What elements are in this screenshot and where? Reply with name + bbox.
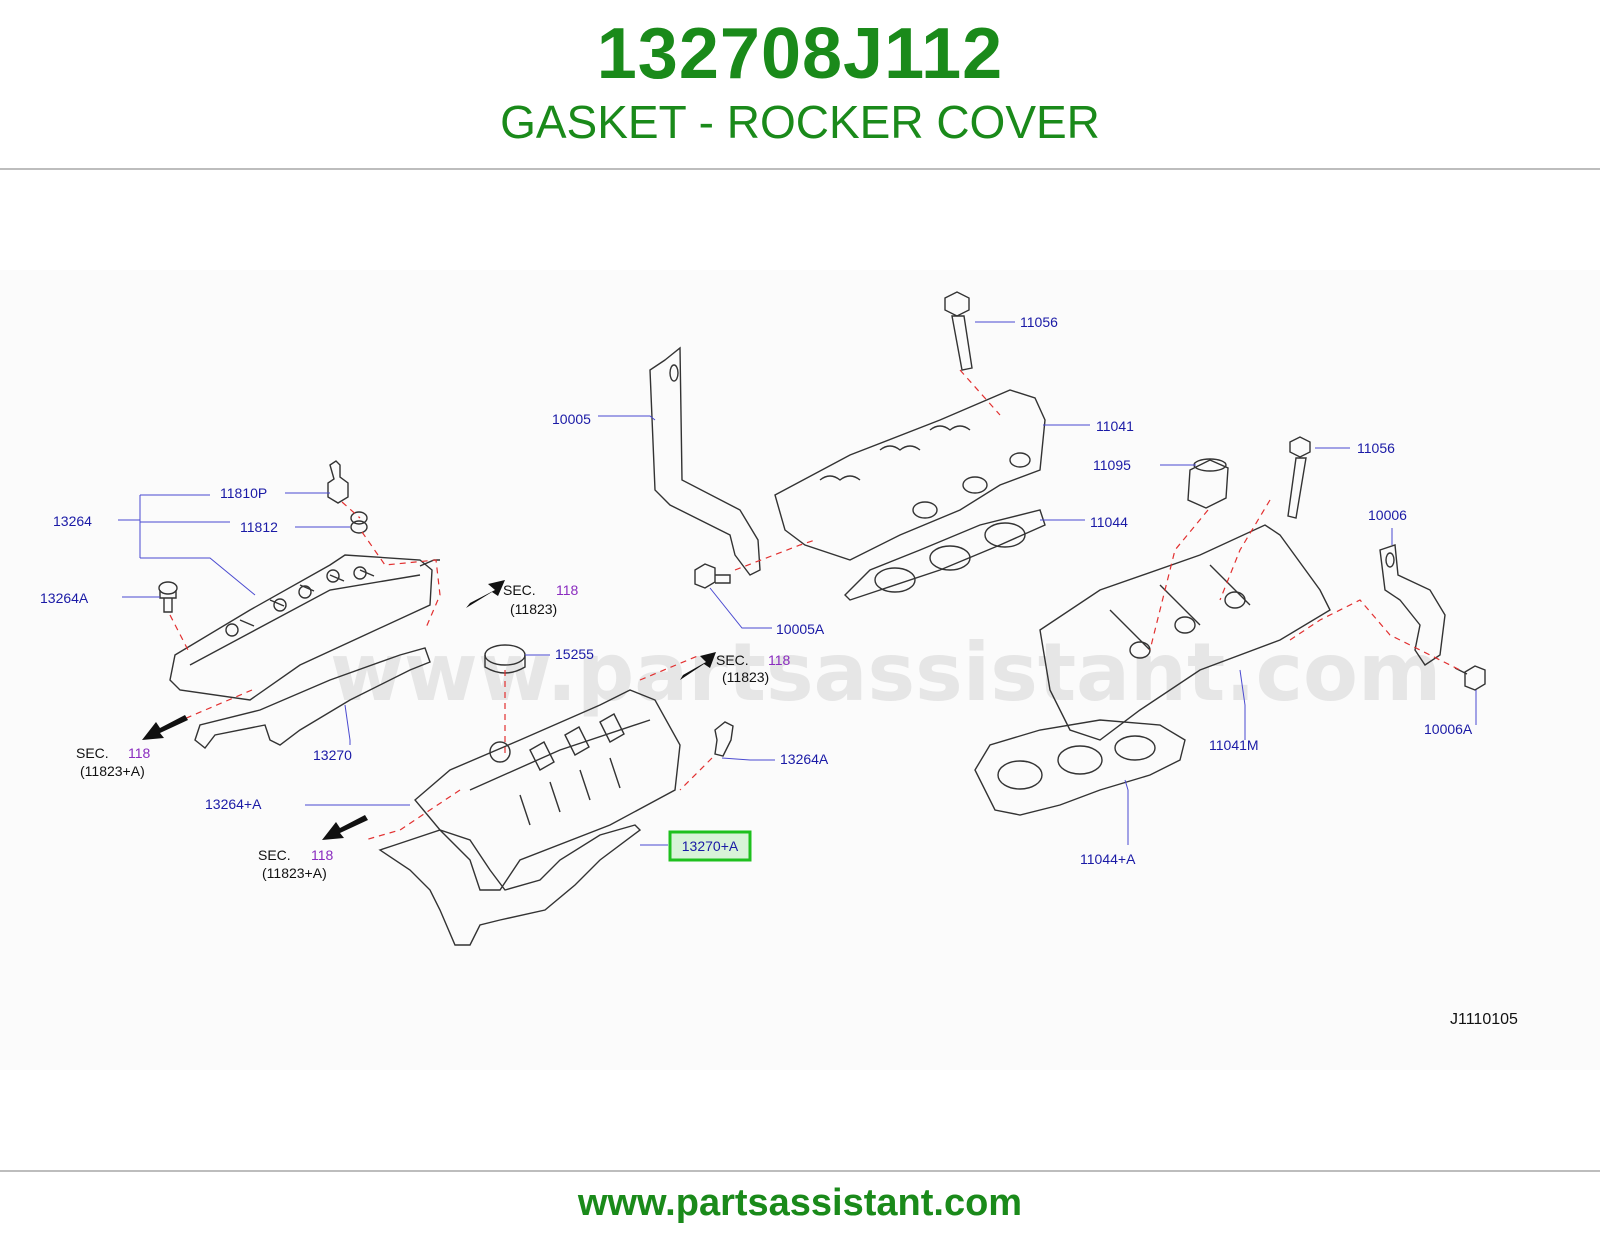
label-10006[interactable]: 10006: [1368, 507, 1407, 523]
label-11041[interactable]: 11041: [1096, 418, 1134, 434]
section-ref-sec: SEC.: [716, 652, 749, 668]
label-11810p[interactable]: 11810P: [220, 485, 267, 501]
part-number-title: 132708J112: [596, 14, 1004, 94]
section-ref-sec: SEC.: [76, 745, 109, 761]
oil-filler-cap-13264a-right: [714, 721, 734, 757]
section-ref-code: (11823): [510, 601, 557, 617]
bolt-10005a: [694, 563, 731, 589]
section-ref-code: (11823+A): [262, 865, 327, 881]
bracket-10005: [649, 346, 761, 576]
head-gasket-11044: [844, 509, 1046, 601]
section-ref-code: (11823): [722, 669, 769, 685]
leader-lines: [118, 321, 1477, 846]
label-10005a[interactable]: 10005A: [776, 621, 825, 637]
highlight-box: [668, 830, 752, 862]
assembly-lines: [169, 369, 1461, 841]
cylinder-head-11041: [774, 389, 1046, 561]
part-name-subtitle: GASKET - ROCKER COVER: [500, 96, 1100, 148]
oil-filler-cap-13264a-left: [158, 581, 178, 613]
label-11056-right[interactable]: 11056: [1357, 440, 1395, 456]
bracket-10006: [1379, 544, 1446, 666]
parts-diagram: www.partsassistant.com: [0, 270, 1600, 1070]
watermark-text: www.partsassistant.com: [330, 626, 1441, 719]
label-15255[interactable]: 15255: [555, 646, 594, 662]
label-13264-plus-a[interactable]: 13264+A: [205, 796, 262, 812]
label-11056-top[interactable]: 11056: [1020, 314, 1058, 330]
section-ref-sec: SEC.: [258, 847, 291, 863]
head-gasket-11044-plus-a: [974, 719, 1186, 816]
highlighted-part-callout[interactable]: 13270+A: [668, 830, 752, 862]
footer-website-link[interactable]: www.partsassistant.com: [577, 1182, 1023, 1224]
label-11044-plus-a[interactable]: 11044+A: [1080, 851, 1136, 867]
label-11044[interactable]: 11044: [1090, 514, 1128, 530]
label-10006a[interactable]: 10006A: [1424, 721, 1473, 737]
plug-11095: [1187, 458, 1229, 509]
label-13270-plus-a[interactable]: 13270+A: [682, 838, 739, 854]
gasket-13270-plus-a: [378, 824, 642, 946]
diagram-id: J1110105: [1450, 1011, 1518, 1028]
head-bolt-11056-top: [944, 291, 973, 371]
section-arrows: [142, 580, 716, 840]
header-divider: [0, 168, 1600, 170]
section-ref-3[interactable]: SEC. 118 (11823+A): [76, 745, 151, 779]
label-13264[interactable]: 13264: [53, 513, 92, 529]
section-ref-2[interactable]: SEC. 118 (11823): [716, 652, 791, 685]
label-10005[interactable]: 10005: [552, 411, 591, 427]
section-ref-sec: SEC.: [503, 582, 536, 598]
label-13270[interactable]: 13270: [313, 747, 352, 763]
head-bolt-11056-right: [1287, 436, 1311, 519]
label-13264a-left[interactable]: 13264A: [40, 590, 89, 606]
label-11041m[interactable]: 11041M: [1209, 737, 1259, 753]
grommet-11812: [350, 511, 368, 534]
gasket-13270: [194, 647, 431, 749]
footer-divider: [0, 1170, 1600, 1172]
page-header: 132708J112 GASKET - ROCKER COVER: [0, 0, 1600, 168]
label-13264a-right[interactable]: 13264A: [780, 751, 829, 767]
section-ref-4[interactable]: SEC. 118 (11823+A): [258, 847, 334, 881]
rocker-cover-right: [414, 689, 681, 891]
pcv-valve-11810p: [327, 460, 349, 504]
section-ref-1[interactable]: SEC. 118 (11823): [503, 582, 579, 617]
section-ref-number: 118: [768, 652, 791, 668]
section-ref-number: 118: [128, 745, 151, 761]
label-11812[interactable]: 11812: [240, 519, 278, 535]
section-ref-code: (11823+A): [80, 763, 145, 779]
label-11095[interactable]: 11095: [1093, 457, 1131, 473]
section-ref-number: 118: [311, 847, 334, 863]
bolt-10006a: [1454, 665, 1486, 691]
section-ref-number: 118: [556, 582, 579, 598]
exploded-view-svg: www.partsassistant.com: [40, 291, 1518, 1028]
